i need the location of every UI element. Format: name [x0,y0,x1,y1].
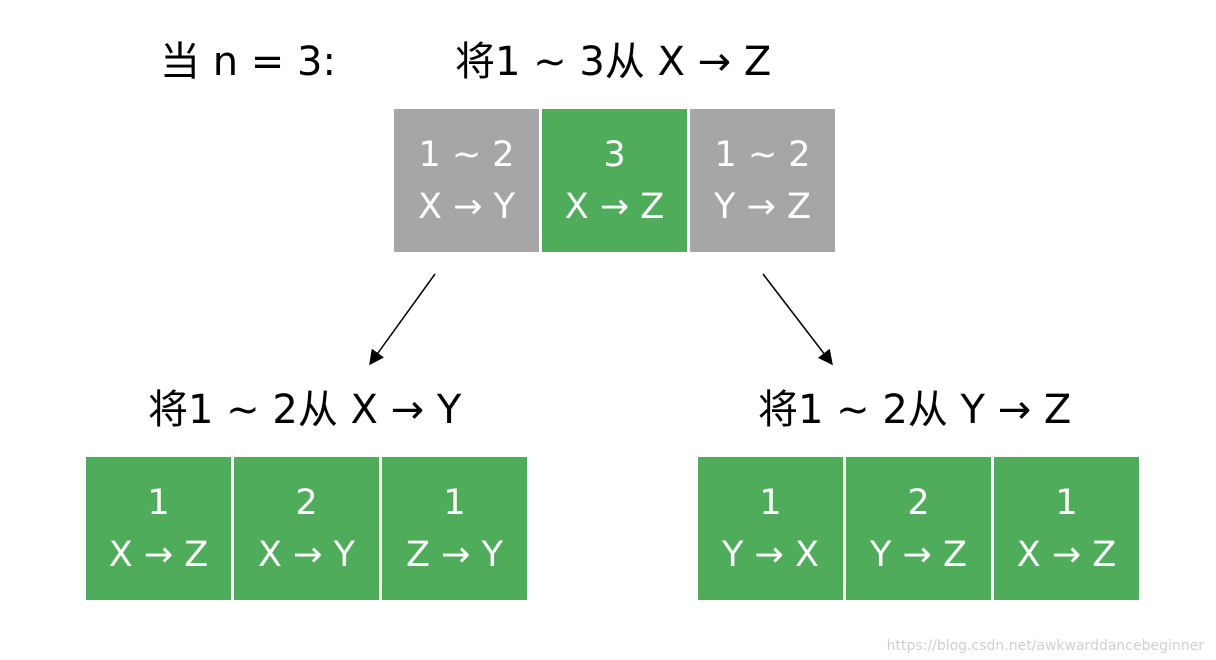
step-box: 3 X → Z [542,109,687,252]
right-title: 将1 ~ 2从 Y → Z [758,387,1072,433]
step-box: 1 Y → X [698,457,843,600]
step-disks: 1 [1055,482,1078,523]
step-move: Z → Y [406,534,503,575]
step-box: 1 Z → Y [382,457,527,600]
step-move: Y → Z [714,186,811,227]
n-label: 当 n = 3: [160,39,336,85]
step-move: X → Z [1016,534,1117,575]
right-row: 1 Y → X 2 Y → Z 1 X → Z [698,457,1139,600]
step-box: 1 X → Z [994,457,1139,600]
step-move: X → Y [418,186,515,227]
top-row: 1 ~ 2 X → Y 3 X → Z 1 ~ 2 Y → Z [394,109,835,252]
step-disks: 3 [603,134,626,175]
step-move: Y → Z [870,534,967,575]
step-move: X → Z [108,534,209,575]
left-row: 1 X → Z 2 X → Y 1 Z → Y [86,457,527,600]
step-box: 2 X → Y [234,457,379,600]
left-title: 将1 ~ 2从 X → Y [148,387,462,433]
left-arrow [369,273,436,366]
main-title: 将1 ~ 3从 X → Z [455,39,772,85]
right-arrow [762,273,833,366]
step-box: 1 ~ 2 X → Y [394,109,539,252]
step-box: 1 X → Z [86,457,231,600]
step-disks: 1 [147,482,170,523]
step-disks: 1 ~ 2 [714,134,811,175]
step-move: Y → X [722,534,819,575]
watermark: https://blog.csdn.net/awkwarddancebeginn… [886,638,1204,654]
step-disks: 2 [295,482,318,523]
step-disks: 1 [443,482,466,523]
step-disks: 2 [907,482,930,523]
step-move: X → Y [258,534,355,575]
step-move: X → Z [564,186,665,227]
step-disks: 1 [759,482,782,523]
step-box: 1 ~ 2 Y → Z [690,109,835,252]
step-box: 2 Y → Z [846,457,991,600]
step-disks: 1 ~ 2 [418,134,515,175]
